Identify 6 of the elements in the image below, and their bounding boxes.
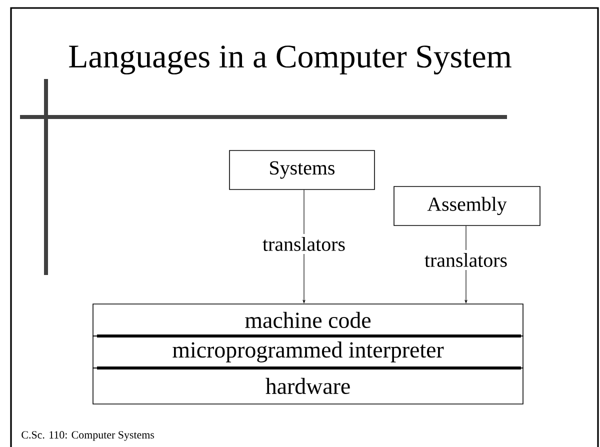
footer-text: C.Sc. 110: Computer Systems [22,431,154,441]
language-box: Assembly [394,186,540,226]
language-box: Systems [229,150,375,190]
edge-label: translators [260,234,348,254]
title: Languages in a Computer System [69,46,512,74]
edge-label: translators [422,250,510,270]
